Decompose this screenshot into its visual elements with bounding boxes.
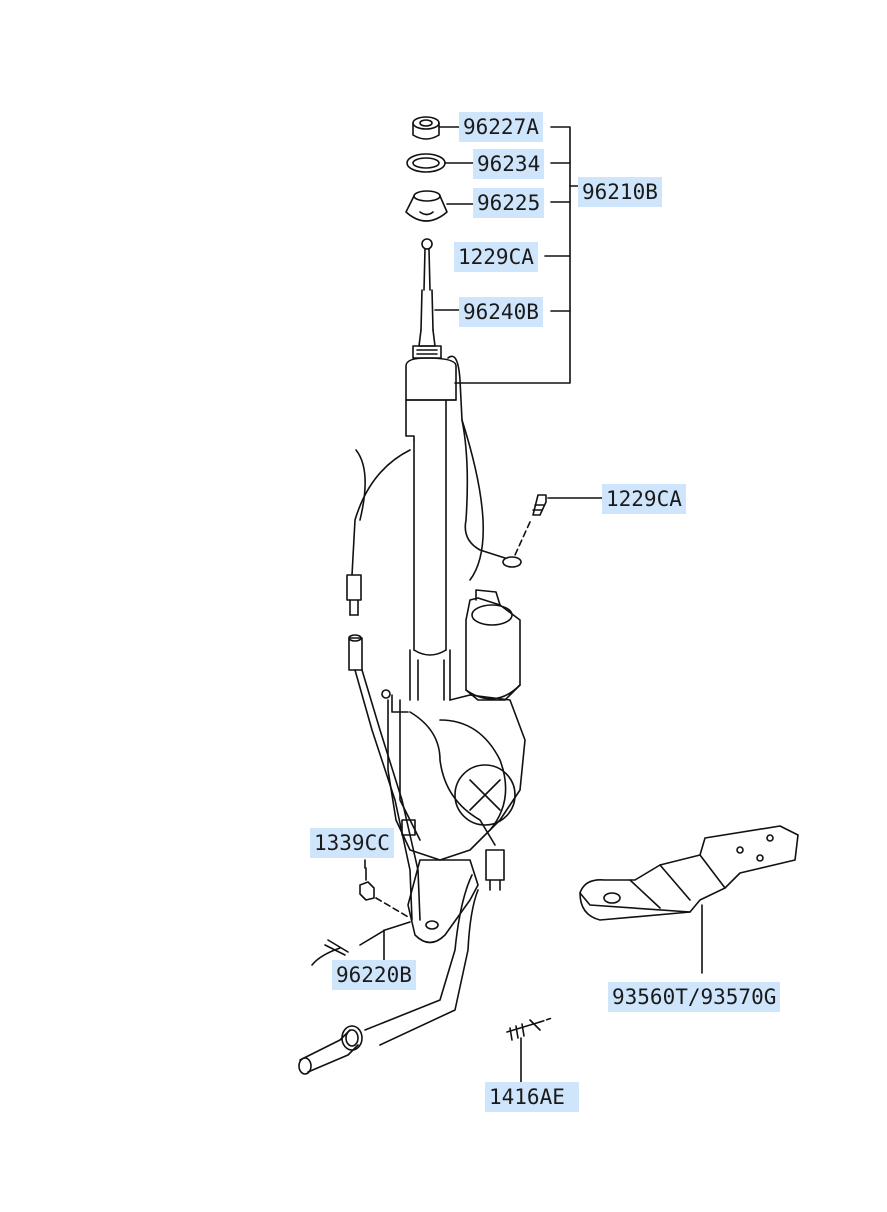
drain-tube-part bbox=[298, 1025, 363, 1075]
nut-96227a-part bbox=[412, 116, 440, 140]
gear-housing-part bbox=[381, 689, 526, 861]
label-96210b[interactable]: 96210B bbox=[578, 177, 662, 207]
bezel-96225-part bbox=[405, 190, 448, 222]
label-96234[interactable]: 96234 bbox=[473, 149, 545, 179]
label-1229ca-top[interactable]: 1229CA bbox=[454, 242, 538, 272]
label-96227a[interactable]: 96227A bbox=[459, 112, 543, 142]
label-1339cc[interactable]: 1339CC bbox=[310, 828, 394, 858]
mast-96240b-part bbox=[412, 238, 442, 359]
label-96225[interactable]: 96225 bbox=[473, 188, 545, 218]
lead-cable-96220b-part bbox=[354, 669, 413, 921]
bracket-plate-93560t-part bbox=[579, 825, 799, 974]
label-1416ae[interactable]: 1416AE bbox=[485, 1082, 579, 1112]
screw-1229ca-part bbox=[514, 494, 604, 556]
ground-wire-part bbox=[447, 355, 506, 559]
clip-1416ae-part bbox=[506, 1017, 553, 1083]
label-1229ca-right[interactable]: 1229CA bbox=[602, 484, 686, 514]
antenna-tube-part bbox=[405, 357, 457, 701]
washer-96234-part bbox=[406, 153, 446, 173]
label-96240b[interactable]: 96240B bbox=[459, 297, 543, 327]
mounting-bracket-part bbox=[364, 859, 479, 1046]
nut-1339cc-part bbox=[359, 867, 411, 919]
label-93560t-93570g[interactable]: 93560T/93570G bbox=[608, 982, 781, 1012]
left-lead-wire-part bbox=[351, 449, 411, 576]
label-96220b[interactable]: 96220B bbox=[332, 960, 416, 990]
motor-part bbox=[465, 589, 521, 701]
